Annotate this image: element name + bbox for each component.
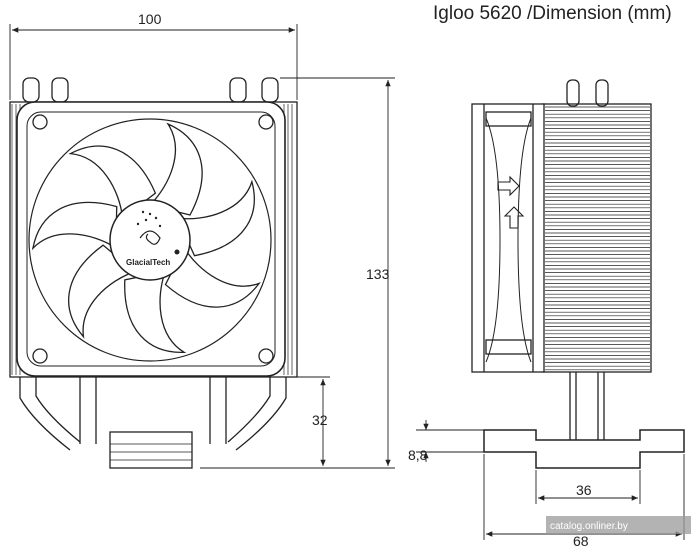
side-view (471, 79, 685, 469)
dim-height-label: 133 (366, 266, 390, 282)
dim-base-thickness-label: 8,8 (408, 447, 428, 463)
dim-base-width-label: 68 (573, 533, 589, 549)
dim-heatpipe-span-label: 36 (576, 482, 592, 498)
front-view (9, 77, 298, 469)
hub-dots (136, 210, 162, 228)
fan-opening (28, 118, 272, 362)
dim-width-label: 100 (138, 11, 162, 27)
front-base-block (109, 431, 193, 469)
lower-heatpipes (19, 377, 287, 451)
airflow-arrow-icon (497, 175, 520, 197)
watermark-text: catalog.onliner.by (550, 521, 628, 532)
fan-blades (31, 122, 261, 353)
fan-mounting-holes (32, 114, 274, 364)
heatpipe-tips (22, 77, 279, 103)
drawing-title: Igloo 5620 /Dimension (mm) (433, 3, 672, 24)
dim-fan-bottom-label: 32 (312, 412, 328, 428)
front-dimensions (9, 24, 395, 469)
side-fin-lines (545, 106, 650, 371)
side-base-profile (483, 429, 685, 469)
side-fin-stack (542, 103, 652, 373)
watermark-bg (546, 516, 691, 534)
fan-hub (109, 199, 191, 281)
rotation-arrow-icon (503, 206, 525, 229)
fan-logo-text: GlacialTech (126, 258, 170, 267)
glacialtech-logo-icon (139, 230, 161, 245)
